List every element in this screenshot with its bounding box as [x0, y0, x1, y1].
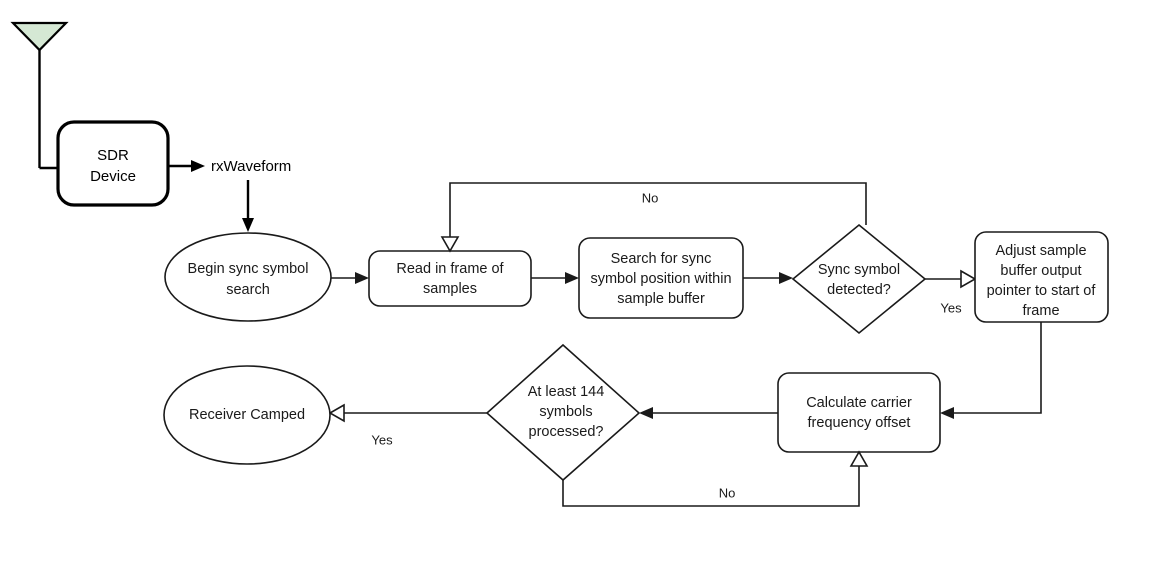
- begin-search-label-line2: search: [226, 282, 270, 298]
- antenna-icon: [10, 21, 69, 170]
- symbols-processed-label-line3: processed?: [529, 424, 604, 440]
- sync-detected-label-line2: detected?: [827, 282, 891, 298]
- read-frame-label-line1: Read in frame of: [396, 261, 504, 277]
- edge-sync-detected-yes: [925, 269, 977, 289]
- node-calculate-carrier-frequency-offset[interactable]: Calculate carrier frequency offset: [777, 372, 941, 453]
- node-search-for-sync-symbol-position[interactable]: Search for sync symbol position within s…: [578, 237, 744, 319]
- begin-search-label-line1: Begin sync symbol: [188, 261, 309, 277]
- edge-begin-search-to-read-frame: [331, 272, 369, 284]
- edge-symbols-processed-no-loop: [562, 450, 869, 507]
- node-begin-sync-symbol-search[interactable]: Begin sync symbol search: [164, 232, 332, 322]
- calc-cfo-label-line2: frequency offset: [808, 415, 911, 431]
- sync-detected-label-line1: Sync symbol: [818, 262, 900, 278]
- edge-symbols-processed-yes: [328, 403, 487, 423]
- node-sdr-device[interactable]: SDR Device: [56, 120, 170, 207]
- sdr-device-label-line1: SDR: [97, 147, 129, 164]
- edge-calc-cfo-to-symbols-processed: [639, 407, 778, 419]
- receiver-camped-label: Receiver Camped: [189, 407, 305, 423]
- search-sync-label-line2: symbol position within: [590, 271, 731, 287]
- calc-cfo-label-line1: Calculate carrier: [806, 395, 912, 411]
- edge-search-sync-to-sync-detected: [743, 272, 793, 284]
- node-symbols-processed-decision[interactable]: At least 144 symbols processed?: [485, 343, 641, 482]
- node-receiver-camped[interactable]: Receiver Camped: [163, 365, 331, 465]
- symbols-processed-label-line2: symbols: [539, 404, 592, 420]
- edge-rxwaveform-to-begin-search: [242, 180, 254, 232]
- search-sync-label-line3: sample buffer: [617, 291, 705, 307]
- node-read-in-frame-of-samples[interactable]: Read in frame of samples: [368, 250, 532, 307]
- edge-sdr-to-rxwaveform: [168, 160, 205, 172]
- edge-label-processed-no: No: [719, 485, 736, 500]
- edge-label-sync-yes: Yes: [940, 300, 962, 315]
- node-sync-symbol-detected-decision[interactable]: Sync symbol detected?: [791, 223, 927, 335]
- read-frame-label-line2: samples: [423, 281, 477, 297]
- edge-adjust-pointer-to-calc-cfo: [940, 322, 1042, 419]
- edge-sync-detected-no-loop: [440, 182, 867, 253]
- adjust-pointer-label-line4: frame: [1022, 303, 1059, 319]
- sdr-device-label-line2: Device: [90, 168, 136, 185]
- adjust-pointer-label-line2: buffer output: [1000, 263, 1081, 279]
- edge-label-processed-yes: Yes: [371, 432, 393, 447]
- adjust-pointer-label-line3: pointer to start of: [987, 283, 1097, 299]
- search-sync-label-line1: Search for sync: [611, 251, 712, 267]
- symbols-processed-label-line1: At least 144: [528, 384, 605, 400]
- rx-waveform-label: rxWaveform: [211, 158, 291, 175]
- node-adjust-sample-buffer-pointer[interactable]: Adjust sample buffer output pointer to s…: [974, 231, 1109, 323]
- adjust-pointer-label-line1: Adjust sample: [995, 243, 1086, 259]
- edge-label-sync-no: No: [642, 190, 659, 205]
- edge-read-frame-to-search-sync: [531, 272, 579, 284]
